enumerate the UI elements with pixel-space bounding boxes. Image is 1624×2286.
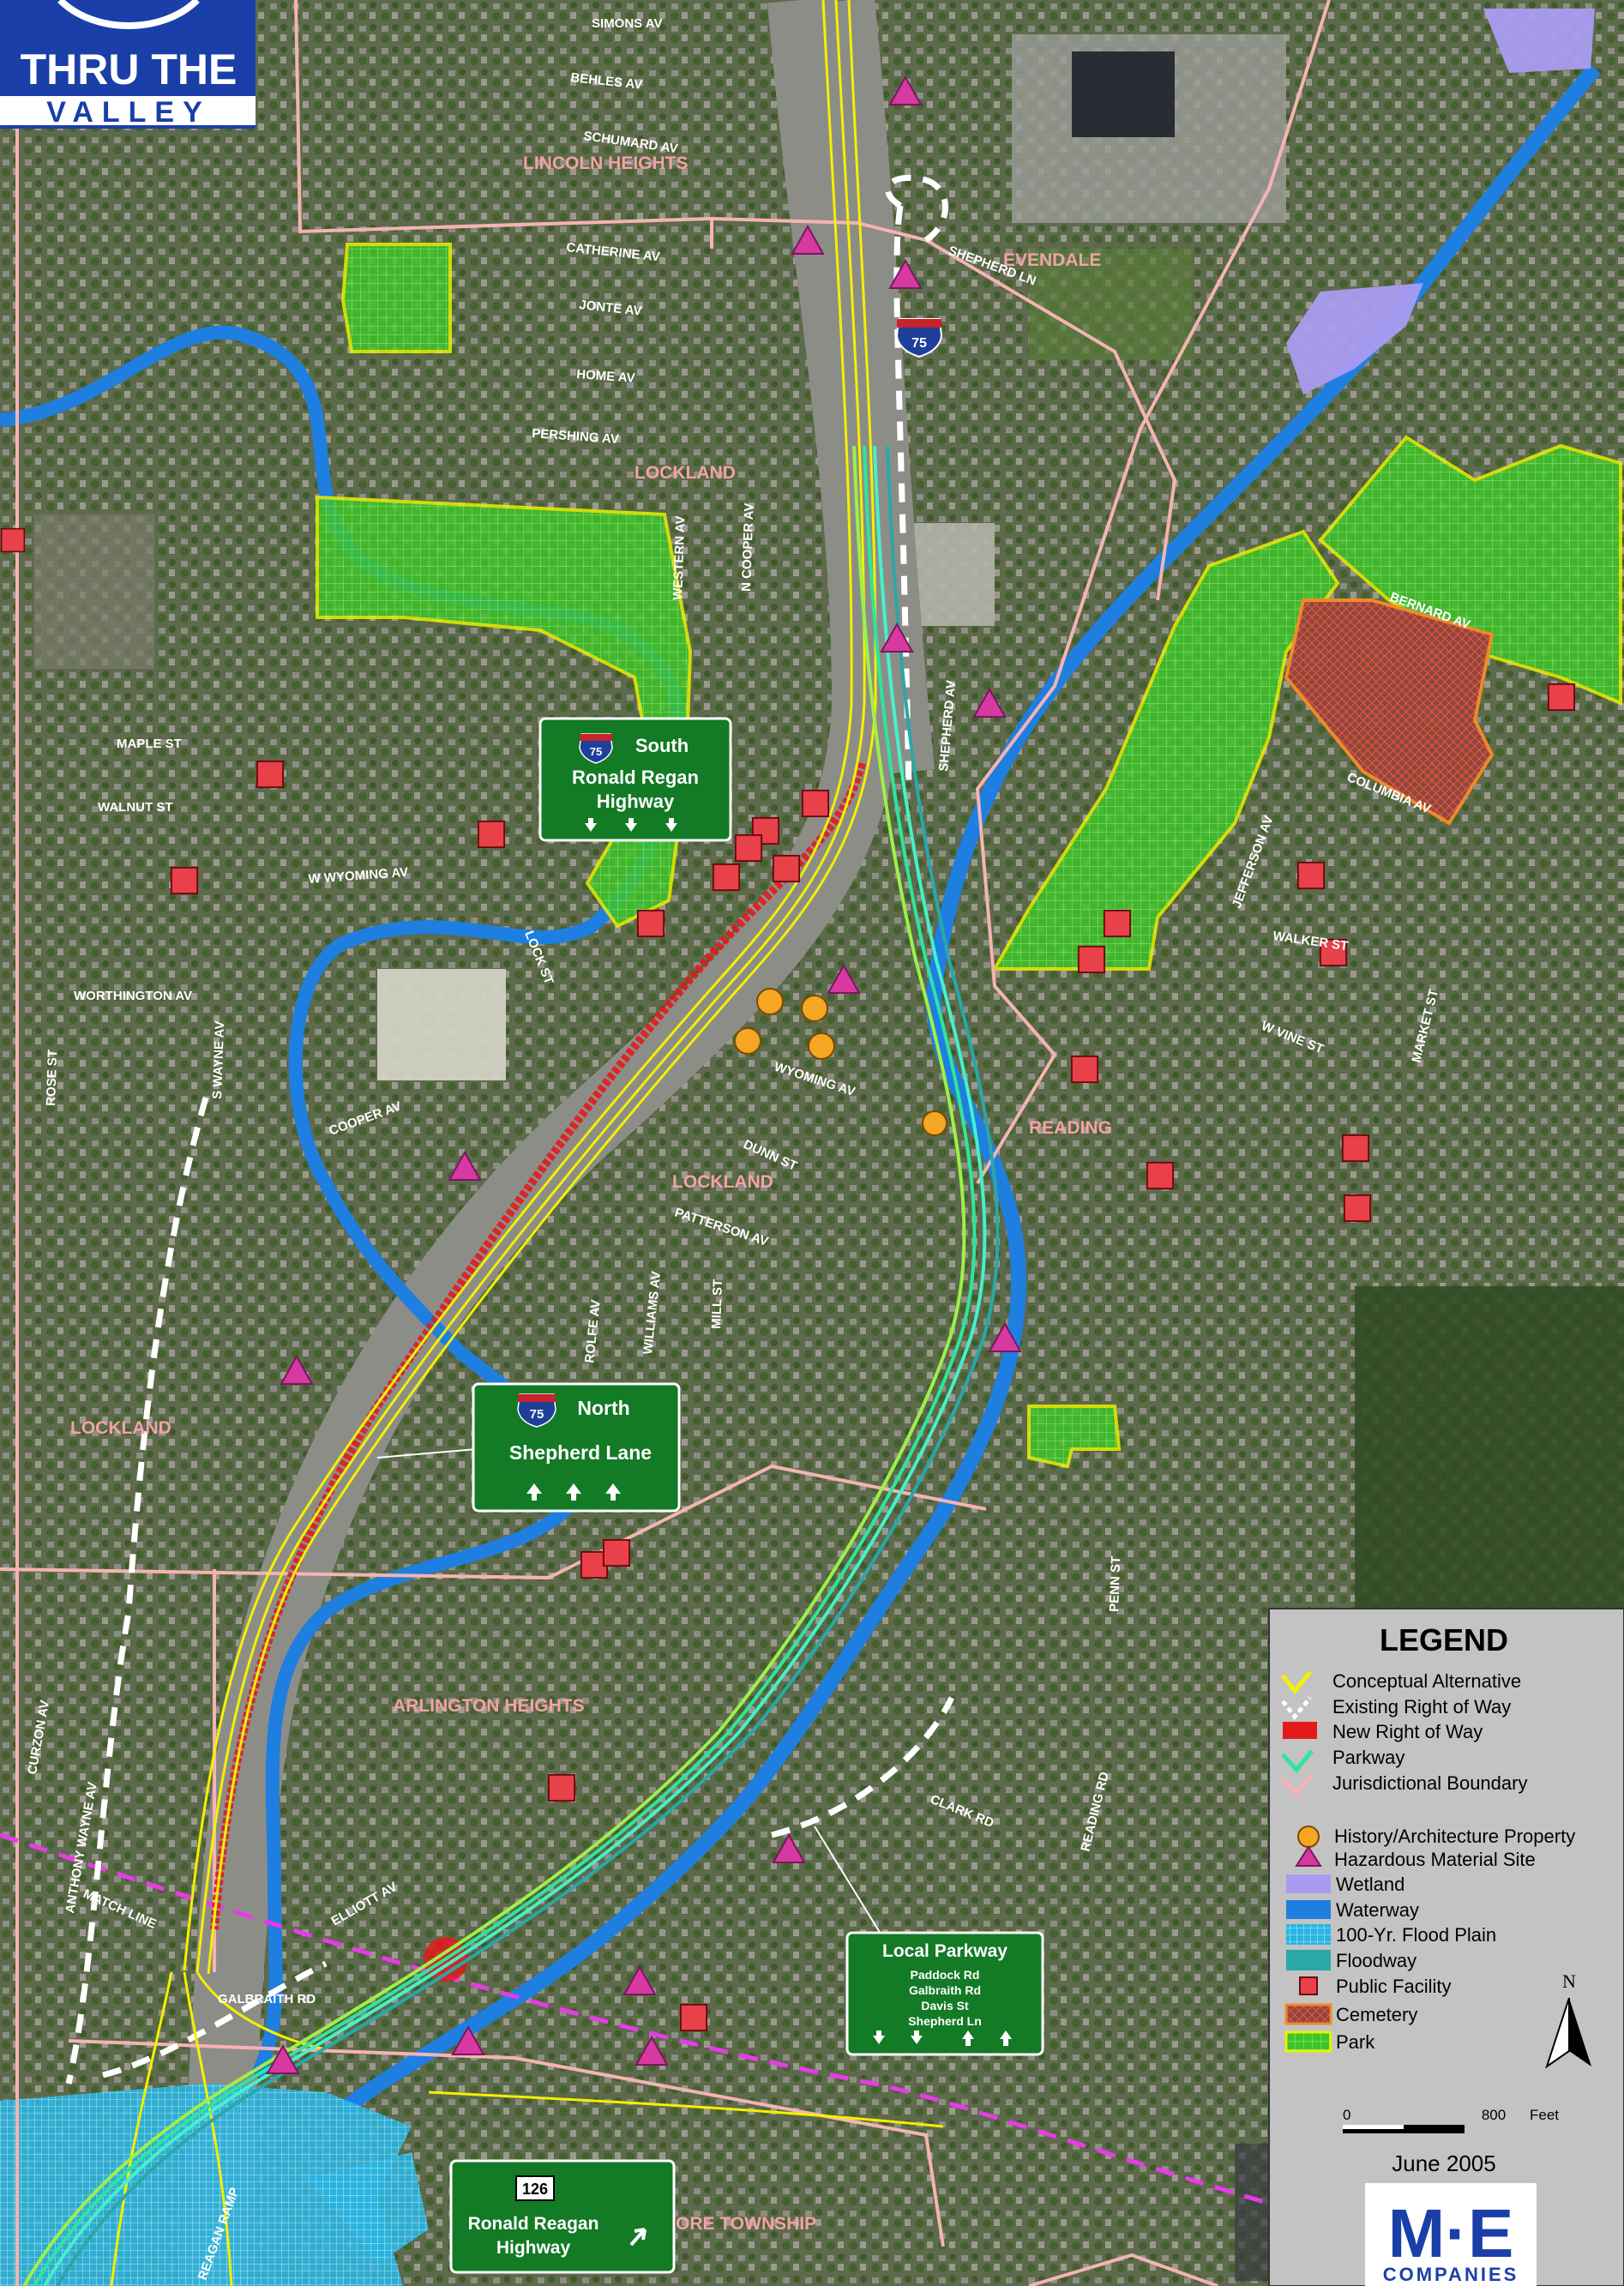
conceptual-alternative-symbol (1281, 1670, 1312, 1695)
sign-line: Highway (597, 791, 675, 812)
legend-label: Waterway (1336, 1899, 1419, 1921)
up-arrow-icon (526, 1483, 621, 1501)
sign-destination: Paddock Rd (911, 1968, 980, 1982)
sign-i75-south: 75 South Ronald Regan Highway (538, 717, 732, 842)
sign-destination: Shepherd Ln (908, 2014, 982, 2028)
company-logo-mark: M·E (1388, 2195, 1514, 2271)
lane-arrows-icon (873, 2030, 1012, 2046)
place-label: ARLINGTON HEIGHTS (393, 1696, 585, 1716)
street-label: S WAYNE AV (210, 1020, 227, 1099)
scale-end: 800 (1482, 2107, 1506, 2123)
street-label: WALNUT ST (98, 800, 173, 815)
place-label: LOCKLAND (635, 463, 736, 483)
sign-line: Shepherd Lane (509, 1441, 652, 1464)
sign-route: 75 (530, 1407, 544, 1422)
place-label: LINCOLN HEIGHTS (523, 153, 689, 173)
legend-label: History/Architecture Property (1334, 1826, 1575, 1847)
street-label: WORTHINGTON AV (74, 989, 192, 1003)
legend-label: Wetland (1336, 1874, 1404, 1895)
street-label: MILL ST (709, 1279, 725, 1330)
arrow-icon (629, 2228, 647, 2247)
sign-direction: North (577, 1397, 629, 1419)
north-label: N (1562, 1970, 1576, 1992)
shield-route: 75 (911, 336, 927, 351)
place-label: LOCKLAND (672, 1172, 773, 1192)
parkway-symbol (1281, 1749, 1314, 1773)
hazard-symbol (1295, 1845, 1322, 1867)
legend-label: Cemetery (1336, 2004, 1417, 2025)
legend: LEGEND Conceptual Alternative Existing R… (1268, 1608, 1624, 2286)
public-facility-symbol (1299, 1976, 1318, 1995)
sign-line: Ronald Reagan (468, 2214, 599, 2234)
place-label: ORE TOWNSHIP (676, 2214, 816, 2234)
legend-label: New Right of Way (1332, 1721, 1483, 1742)
street-label: WESTERN AV (671, 515, 688, 600)
logo-line1: THRU THE (21, 45, 238, 93)
legend-label: Public Facility (1336, 1976, 1451, 1997)
scale-zero: 0 (1343, 2107, 1350, 2123)
street-label: HOME AV (576, 367, 635, 386)
boundary-symbol (1281, 1773, 1314, 1797)
sign-line: Ronald Regan (572, 767, 699, 788)
legend-label: Parkway (1332, 1747, 1404, 1768)
sign-destination: Davis St (921, 1999, 969, 2012)
street-label: PENN ST (1107, 1556, 1123, 1613)
north-arrow-icon (1545, 1997, 1591, 2069)
place-label: READING (1029, 1118, 1112, 1138)
legend-title: LEGEND (1380, 1622, 1508, 1657)
sign-direction: South (635, 735, 689, 756)
new-row-symbol (1283, 1722, 1317, 1739)
street-label: GALBRAITH RD (218, 1992, 316, 2006)
scale-bar: 0 800 Feet (1343, 2107, 1559, 2133)
legend-label: Floodway (1336, 1950, 1416, 1971)
existing-row-symbol (1281, 1696, 1312, 1721)
sign-title: Local Parkway (882, 1941, 1007, 1961)
wetland-symbol (1286, 1874, 1331, 1893)
street-label: N COOPER AV (739, 502, 757, 592)
history-symbol (1297, 1826, 1320, 1848)
legend-label: Existing Right of Way (1332, 1696, 1511, 1718)
floodway-symbol (1286, 1950, 1331, 1970)
sign-local-parkway: Local Parkway Paddock Rd Galbraith Rd Da… (845, 1931, 1044, 2056)
legend-label: Park (1336, 2031, 1375, 2053)
project-logo: THRU THE VALLEY (0, 0, 256, 129)
sign-route: 126 (522, 2181, 548, 2198)
down-arrow-icon (585, 818, 677, 832)
floodplain-symbol (1286, 1924, 1331, 1945)
map-date: June 2005 (1392, 2151, 1495, 2176)
place-label: EVENDALE (1003, 250, 1101, 270)
cemetery-symbol (1284, 2003, 1332, 2025)
company-name: COMPANIES (1383, 2264, 1519, 2285)
street-label: ROSE ST (44, 1050, 60, 1106)
legend-label: 100-Yr. Flood Plain (1336, 1924, 1496, 1946)
waterway-symbol (1286, 1900, 1331, 1919)
sign-route: 75 (590, 745, 602, 758)
legend-label: Conceptual Alternative (1332, 1670, 1521, 1692)
scale-unit: Feet (1530, 2107, 1559, 2123)
sign-i75-north: 75 North Shepherd Lane (472, 1382, 681, 1513)
logo-line2: VALLEY (46, 96, 211, 129)
street-label: SIMONS AV (592, 16, 663, 31)
sign-sr126: 126 Ronald Reagan Highway (449, 2159, 676, 2274)
street-label: MAPLE ST (117, 737, 182, 751)
sign-line: Highway (496, 2238, 571, 2258)
legend-label: Jurisdictional Boundary (1332, 1772, 1527, 1794)
legend-label: Hazardous Material Site (1334, 1849, 1536, 1870)
interstate-shield-icon: 75 (895, 318, 943, 358)
company-logo: M·E COMPANIES (1365, 2183, 1537, 2286)
sign-destination: Galbraith Rd (909, 1983, 981, 1997)
park-symbol (1284, 2030, 1332, 2053)
place-label: LOCKLAND (70, 1418, 171, 1438)
